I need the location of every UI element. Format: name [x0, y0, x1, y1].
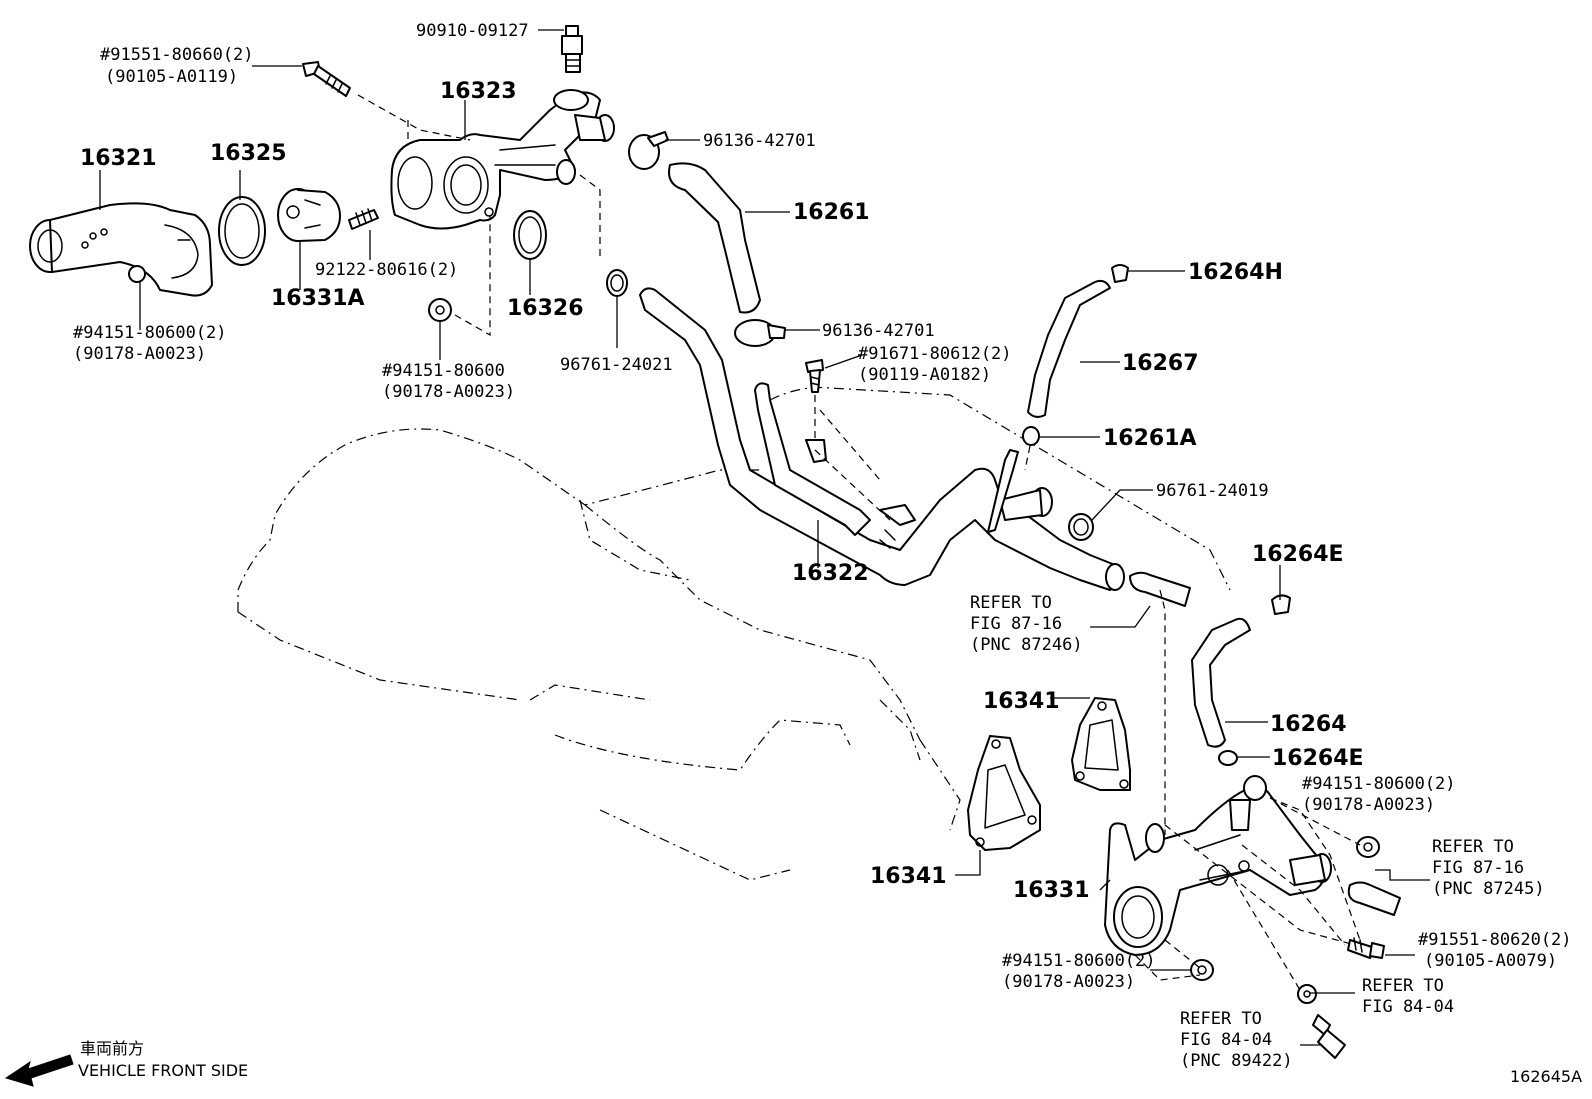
label-16264E-upper: 16264E — [1252, 542, 1344, 567]
clamp-96136-lower — [734, 319, 786, 347]
label-16321: 16321 — [80, 146, 157, 171]
label-refer-89422-b: FIG 84-04 — [1180, 1030, 1272, 1050]
hose-end-ref-87246 — [1129, 571, 1191, 607]
label-96136-42701-top: 96136-42701 — [703, 131, 816, 151]
hose-end-ref-87245 — [1347, 881, 1401, 916]
front-arrow-icon — [4, 1054, 74, 1087]
part-labels: 90910-09127 #91551-80660(2) (90105-A0119… — [73, 21, 1572, 1071]
label-16264: 16264 — [1270, 712, 1347, 737]
label-94151-80600-center: #94151-80600 — [382, 361, 505, 381]
label-90910-09127: 90910-09127 — [416, 21, 529, 41]
assembly-lines — [357, 94, 1361, 991]
leader-lines — [99, 29, 1430, 1046]
label-91671-80612: #91671-80612(2) — [858, 344, 1012, 364]
diagram-code: 162645A — [1510, 1067, 1582, 1086]
label-96136-42701-lower: 96136-42701 — [822, 321, 935, 341]
label-16261A: 16261A — [1103, 426, 1197, 451]
label-16325: 16325 — [210, 141, 287, 166]
label-16267: 16267 — [1122, 351, 1199, 376]
label-16323: 16323 — [440, 79, 517, 104]
label-94151-80600-right: #94151-80600(2) — [1302, 774, 1456, 794]
front-label-jp: 車両前方 — [80, 1039, 144, 1058]
label-90178-A0023-left: (90178-A0023) — [73, 344, 206, 364]
bolt-91551-lower — [1347, 937, 1385, 959]
gasket-16341-lower — [967, 735, 1041, 851]
label-90178-A0023-center: (90178-A0023) — [382, 382, 515, 402]
clip-16264E-lower — [1218, 750, 1238, 766]
label-92122-80616: 92122-80616(2) — [315, 260, 458, 280]
water-inlet-housing-16323 — [390, 89, 615, 230]
clip-16264H — [1111, 264, 1129, 283]
label-refer-89422-c: (PNC 89422) — [1180, 1051, 1293, 1071]
label-90105-A0079: (90105-A0079) — [1424, 951, 1557, 971]
vehicle-front-indicator: 車両前方 VEHICLE FRONT SIDE — [4, 1039, 248, 1087]
label-refer-87246-a: REFER TO — [970, 593, 1052, 613]
hose-16264 — [1191, 617, 1251, 748]
label-16264H: 16264H — [1188, 260, 1283, 285]
water-inlet-16331 — [1104, 775, 1332, 956]
label-refer-87246-b: FIG 87-16 — [970, 614, 1062, 634]
label-16331A: 16331A — [271, 286, 365, 311]
label-91551-80620: #91551-80620(2) — [1418, 930, 1572, 950]
label-16341-upper: 16341 — [983, 689, 1060, 714]
label-refer-87246-c: (PNC 87246) — [970, 635, 1083, 655]
label-96761-24021: 96761-24021 — [560, 355, 673, 375]
label-90178-A0023-right: (90178-A0023) — [1302, 795, 1435, 815]
bolt-91671 — [805, 359, 824, 393]
label-16264E-lower: 16264E — [1272, 746, 1364, 771]
label-refer-84-04-a: REFER TO — [1362, 976, 1444, 996]
sensor-ref-89422 — [1312, 1014, 1346, 1059]
label-90178-A0023-lower: (90178-A0023) — [1002, 972, 1135, 992]
label-refer-87245-c: (PNC 87245) — [1432, 879, 1545, 899]
nut-94151-center — [428, 298, 452, 322]
label-16322: 16322 — [792, 561, 869, 586]
label-91551-80660: #91551-80660(2) — [100, 45, 254, 65]
label-refer-89422-a: REFER TO — [1180, 1009, 1262, 1029]
gasket-16325 — [218, 196, 266, 266]
bolt-91551-top — [302, 61, 351, 97]
stud-92122 — [348, 208, 379, 230]
hose-16267 — [1027, 279, 1111, 418]
clip-16264E-upper — [1271, 594, 1291, 615]
label-refer-87245-a: REFER TO — [1432, 837, 1514, 857]
nut-94151-right — [1356, 836, 1380, 858]
label-16326: 16326 — [507, 296, 584, 321]
label-16331: 16331 — [1013, 878, 1090, 903]
front-label-en: VEHICLE FRONT SIDE — [78, 1061, 248, 1080]
label-refer-87245-b: FIG 87-16 — [1432, 858, 1524, 878]
engine-block-outline — [237, 386, 1231, 881]
clip-16261A — [1022, 426, 1040, 446]
label-94151-80600-left: #94151-80600(2) — [73, 323, 227, 343]
label-96761-24019: 96761-24019 — [1156, 481, 1269, 501]
label-16261: 16261 — [793, 200, 870, 225]
label-94151-80600-lower: #94151-80600(2) — [1002, 951, 1156, 971]
washer-ref-84-04 — [1297, 984, 1317, 1004]
hose-16261 — [668, 162, 761, 314]
label-16341-lower: 16341 — [870, 864, 947, 889]
clamp-96136-top — [628, 131, 669, 170]
gasket-16341-upper — [1071, 697, 1131, 791]
oring-96761-24021 — [606, 269, 628, 297]
thermostat-16331A — [277, 188, 341, 242]
label-90105-A0119: (90105-A0119) — [105, 67, 238, 87]
label-refer-84-04-b: FIG 84-04 — [1362, 997, 1454, 1017]
oring-16326 — [513, 210, 547, 260]
bypass-pipe-16322 — [639, 287, 1125, 591]
water-outlet-16321 — [29, 202, 213, 297]
oring-96761-24019 — [1068, 513, 1094, 541]
sensor-90910 — [561, 25, 583, 73]
label-90119-A0182: (90119-A0182) — [858, 365, 991, 385]
